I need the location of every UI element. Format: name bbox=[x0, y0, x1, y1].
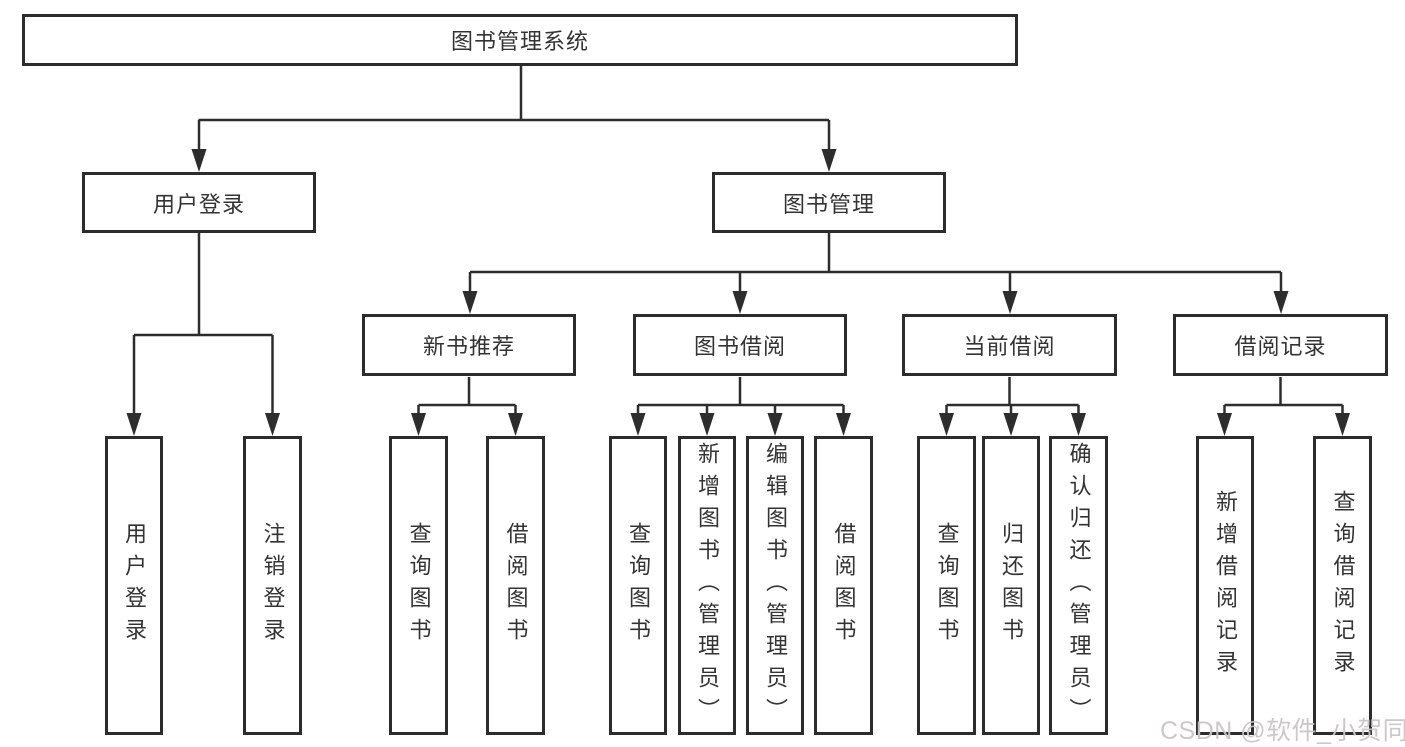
node-book-management: 图书管理 bbox=[712, 172, 946, 233]
node-user-login-label: 用户登录 bbox=[152, 191, 245, 217]
leaf-confirm-return-admin-label: 确认归还（管理员） bbox=[1066, 441, 1092, 730]
node-library-system: 图书管理系统 bbox=[22, 14, 1018, 66]
leaf-add-books-admin-label: 新增图书（管理员） bbox=[695, 441, 720, 730]
node-book-borrow-label: 图书借阅 bbox=[693, 334, 786, 359]
leaf-borrow-books: 借阅图书 bbox=[814, 436, 873, 735]
node-new-book-recommend: 新书推荐 bbox=[362, 314, 576, 376]
node-user-login: 用户登录 bbox=[82, 172, 316, 233]
node-borrow-records-label: 借阅记录 bbox=[1234, 334, 1327, 359]
leaf-query-books-recommend: 查询图书 bbox=[389, 436, 448, 735]
leaf-query-books-borrow: 查询图书 bbox=[609, 436, 667, 735]
node-current-borrow: 当前借阅 bbox=[902, 314, 1117, 376]
leaf-query-books-recommend-label: 查询图书 bbox=[406, 521, 432, 650]
node-book-management-label: 图书管理 bbox=[782, 191, 875, 217]
node-book-borrow: 图书借阅 bbox=[633, 314, 847, 376]
leaf-confirm-return-admin: 确认归还（管理员） bbox=[1049, 436, 1108, 735]
node-borrow-records: 借阅记录 bbox=[1173, 314, 1388, 376]
leaf-borrow-books-label: 借阅图书 bbox=[831, 521, 857, 650]
arrowheads bbox=[126, 149, 1350, 436]
leaf-edit-books-admin: 编辑图书（管理员） bbox=[746, 436, 804, 735]
leaf-edit-books-admin-label: 编辑图书（管理员） bbox=[763, 441, 788, 730]
leaf-add-borrow-record: 新增借阅记录 bbox=[1196, 436, 1254, 735]
node-current-borrow-label: 当前借阅 bbox=[963, 334, 1056, 359]
node-new-book-recommend-label: 新书推荐 bbox=[422, 334, 515, 359]
leaf-return-books-label: 归还图书 bbox=[999, 521, 1024, 650]
leaf-user-login-label: 用户登录 bbox=[122, 521, 147, 650]
leaf-query-borrow-record: 查询借阅记录 bbox=[1313, 436, 1372, 735]
leaf-borrow-books-recommend-label: 借阅图书 bbox=[503, 521, 529, 650]
leaf-add-borrow-record-label: 新增借阅记录 bbox=[1213, 489, 1238, 682]
leaf-query-borrow-record-label: 查询借阅记录 bbox=[1330, 489, 1356, 682]
leaf-logout-label: 注销登录 bbox=[260, 521, 286, 650]
leaf-borrow-books-recommend: 借阅图书 bbox=[486, 436, 545, 735]
leaf-query-books-current: 查询图书 bbox=[917, 436, 976, 735]
leaf-return-books: 归还图书 bbox=[982, 436, 1040, 735]
leaf-add-books-admin: 新增图书（管理员） bbox=[678, 436, 736, 735]
node-library-system-label: 图书管理系统 bbox=[450, 29, 589, 54]
leaf-query-books-current-label: 查询图书 bbox=[934, 521, 960, 650]
leaf-query-books-borrow-label: 查询图书 bbox=[626, 521, 651, 650]
leaf-logout: 注销登录 bbox=[243, 436, 302, 735]
watermark: CSDN @软件_小贺同学 bbox=[1160, 717, 1405, 745]
leaf-user-login: 用户登录 bbox=[105, 436, 163, 735]
